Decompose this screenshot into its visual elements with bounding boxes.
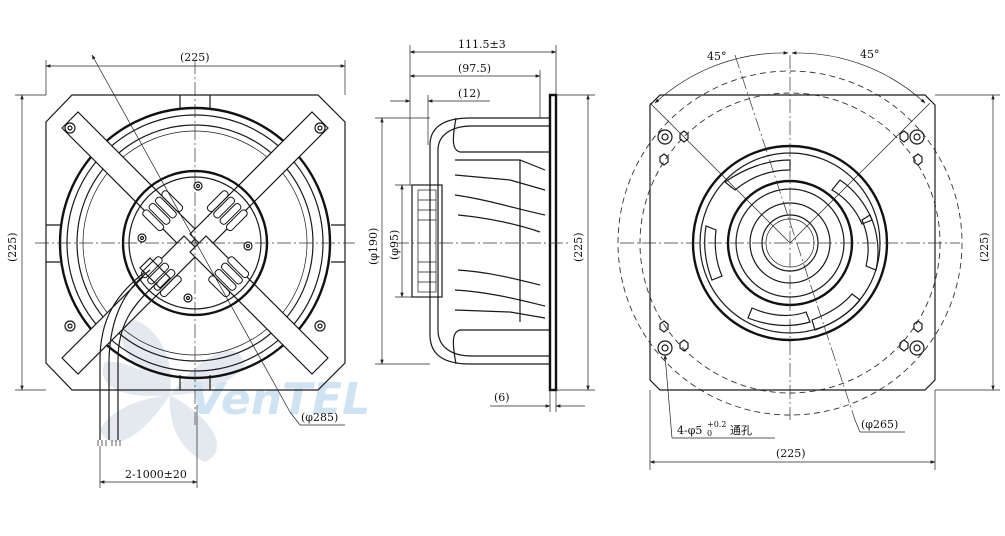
side-hub-ribs bbox=[418, 199, 436, 283]
front-centerlines bbox=[35, 60, 355, 425]
rear-view: 45° 45° (225) (225) (φ265) 4-φ5 +0.2 bbox=[617, 48, 1000, 470]
side-hub-diameter-label: (φ95) bbox=[388, 230, 401, 260]
side-depth-dimensions bbox=[390, 45, 557, 185]
side-venturi-body bbox=[429, 117, 550, 365]
front-cable-dimension bbox=[99, 405, 198, 488]
front-view: (225) (225) (φ285) 2-1000±20 bbox=[6, 51, 355, 488]
front-height-dimension bbox=[15, 94, 46, 391]
watermark: VenTEL bbox=[100, 320, 370, 462]
front-diameter-leader bbox=[91, 54, 345, 426]
side-flange-dimension bbox=[490, 390, 585, 412]
front-width-dimension bbox=[45, 60, 346, 95]
rear-hole-prefix: 4-φ5 bbox=[677, 424, 702, 437]
front-mount-holes bbox=[64, 122, 326, 332]
front-frame-outline bbox=[45, 94, 346, 391]
front-width-label: (225) bbox=[180, 51, 210, 64]
side-strut-top bbox=[452, 117, 550, 153]
rear-frame-outline bbox=[649, 94, 936, 391]
side-strut-bottom bbox=[452, 329, 550, 365]
side-view: 111.5±3 (97.5) (12) (6) (225) (φ190) (φ9 bbox=[367, 38, 595, 412]
rear-centerlines bbox=[620, 54, 960, 421]
rear-angle-dimensions bbox=[649, 51, 931, 244]
front-cable bbox=[97, 257, 171, 446]
rear-hole-tol-upper: +0.2 bbox=[707, 420, 726, 429]
side-flange-label: (6) bbox=[494, 391, 510, 404]
side-height-label: (225) bbox=[572, 232, 585, 262]
side-flange bbox=[548, 93, 558, 392]
rear-hole-tol-lower: 0 bbox=[707, 429, 712, 438]
rear-hex-nuts bbox=[659, 130, 923, 352]
side-height-dimension bbox=[556, 94, 595, 391]
side-impeller-diameter-label: (φ190) bbox=[367, 228, 380, 265]
rear-angle-left-label: 45° bbox=[707, 50, 727, 63]
side-impeller-blades bbox=[454, 159, 546, 322]
front-cable-label: 2-1000±20 bbox=[125, 468, 187, 481]
front-height-label: (225) bbox=[6, 232, 19, 262]
rear-hole-callout: 4-φ5 +0.2 0 通孔 bbox=[677, 420, 752, 438]
rear-angle-right-label: 45° bbox=[860, 48, 880, 61]
side-total-depth-label: 111.5±3 bbox=[458, 38, 506, 51]
rear-height-dimension bbox=[935, 94, 1000, 391]
rear-width-label: (225) bbox=[776, 447, 806, 460]
rear-height-label: (225) bbox=[978, 232, 991, 262]
watermark-text: VenTEL bbox=[190, 374, 370, 425]
rear-diameter-label: (φ265) bbox=[861, 418, 898, 431]
side-motor-hub bbox=[411, 184, 443, 298]
side-hub-depth-label: (12) bbox=[458, 87, 481, 100]
side-body-depth-label: (97.5) bbox=[458, 62, 491, 75]
side-impeller-dimension bbox=[375, 117, 430, 365]
rear-hole-suffix: 通孔 bbox=[730, 424, 752, 437]
front-diameter-label: (φ285) bbox=[301, 411, 338, 424]
rear-diameter-leader bbox=[854, 419, 905, 433]
side-motor-inner bbox=[417, 189, 437, 293]
front-hub-screws bbox=[137, 181, 253, 303]
rear-hole-leader bbox=[663, 354, 775, 439]
rear-width-dimension bbox=[649, 390, 936, 470]
rear-mount-holes bbox=[657, 129, 925, 356]
